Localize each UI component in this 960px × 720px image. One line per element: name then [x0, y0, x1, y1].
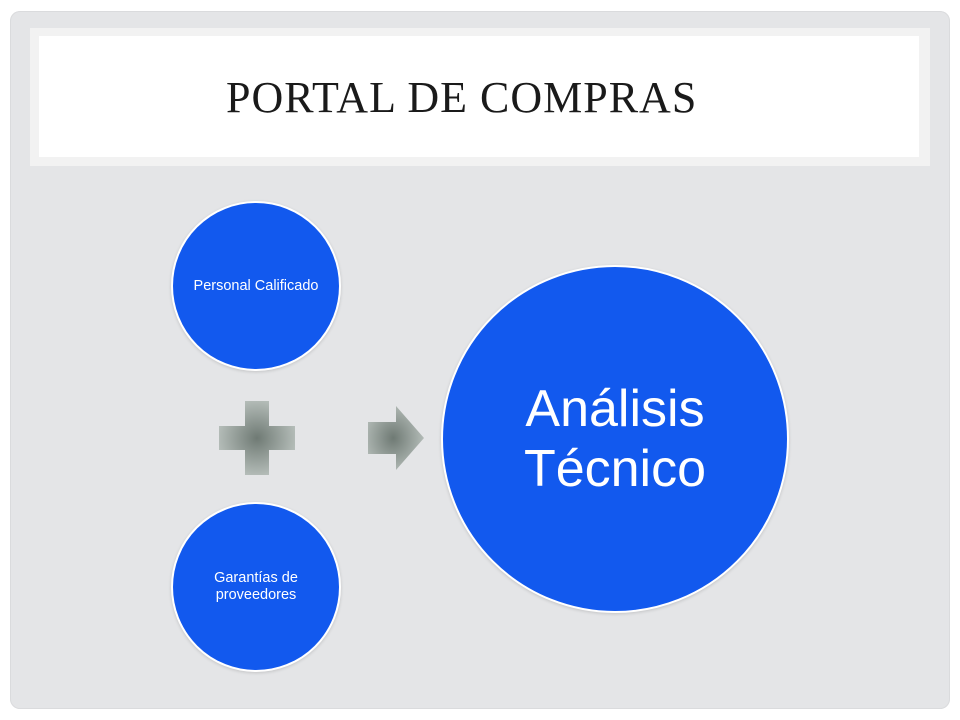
node-label: Garantías de proveedores: [214, 570, 298, 603]
result-label: Análisis Técnico: [524, 379, 706, 499]
plus-icon: [219, 401, 295, 475]
title-box: [39, 36, 919, 157]
result-line-2: Técnico: [523, 440, 707, 498]
node-label: Personal Calificado: [193, 277, 319, 294]
node-analisis-tecnico: Análisis Técnico: [441, 265, 789, 613]
arrow-right-icon: [368, 406, 424, 470]
result-line-1: Análisis: [525, 380, 705, 438]
slide-title: Portal de Compras: [226, 73, 698, 122]
node-personal-calificado: Personal Calificado: [171, 201, 341, 371]
node-garantias-proveedores: Garantías de proveedores: [171, 502, 341, 672]
